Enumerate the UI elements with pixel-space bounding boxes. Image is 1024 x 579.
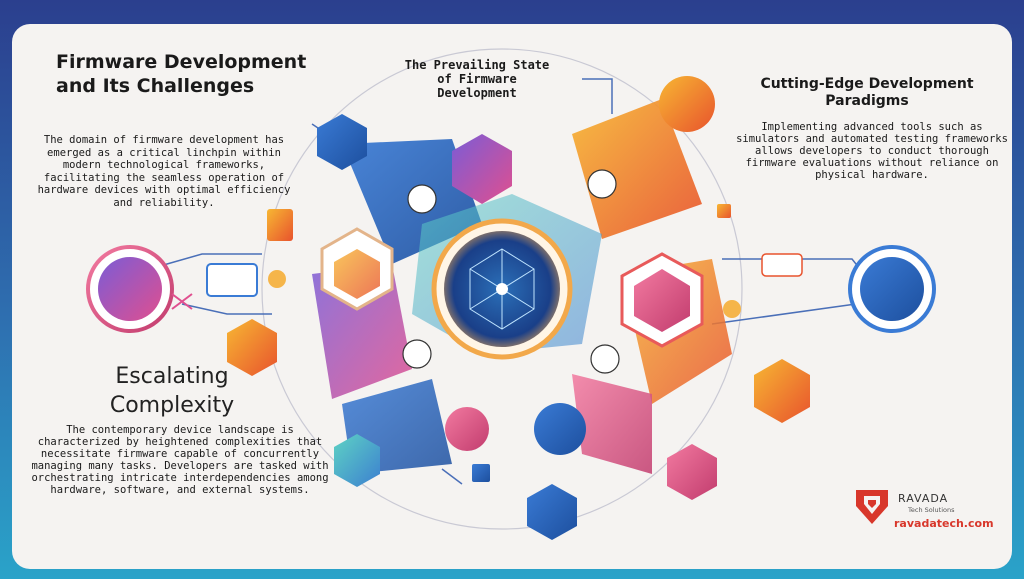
hex-node-top [452,134,512,204]
ribbon-warm-top [572,99,702,239]
circle-node-bottom-mid [445,407,489,451]
brand-url-link[interactable]: ravadatech.com [894,517,994,530]
brand-logo-icon [856,490,888,524]
network-globe-icon-left [98,257,162,321]
card-node-small [717,204,731,218]
card-node-far-left [267,209,293,241]
card-node-right [761,253,803,277]
hex-node-farleft [227,319,277,376]
brand-block[interactable]: RAVADA Tech Solutions ravadatech.com [850,486,1000,536]
orbit-ring [261,48,743,530]
card-node-left [206,263,258,297]
ribbon-pink-bottom [572,374,652,474]
small-dot-5 [723,300,741,318]
infographic-card: Firmware Development and Its Challenges … [12,24,1012,569]
hex-node-bottom [527,484,577,540]
chip-icon [334,249,380,299]
cross-mark [171,293,193,310]
hex-node-topleft [317,114,367,170]
gear-icon [534,403,586,455]
brand-tagline: Tech Solutions [908,506,955,514]
paragraph-right: Implementing advanced tools such as simu… [736,121,1008,181]
core-dot [496,283,508,295]
network-globe-icon [860,257,924,321]
hex-node-bottomleft [334,434,380,487]
network-diagram [86,48,936,540]
paragraph-bottom-left: The contemporary device landscape is cha… [31,424,329,496]
small-dot-3 [587,169,617,199]
small-dot-6 [268,270,286,288]
document-icon [634,269,690,332]
heading-left: Firmware Development and Its Challenges [56,51,307,97]
heading-bottom-left: Escalating Complexity [109,364,235,418]
circle-node-top-right [659,76,715,132]
heading-right: Cutting-Edge Development Paradigms [760,76,974,109]
heading-center: The Prevailing State of Firmware Develop… [404,58,550,100]
hex-node-bottomright [667,444,717,500]
small-dot-2 [402,339,432,369]
small-dot-4 [590,344,620,374]
small-chip [472,464,490,482]
hex-node-right-small [754,359,810,423]
small-dot-1 [407,184,437,214]
brand-name: RAVADA [898,492,949,505]
paragraph-left: The domain of firmware development has e… [37,134,291,209]
